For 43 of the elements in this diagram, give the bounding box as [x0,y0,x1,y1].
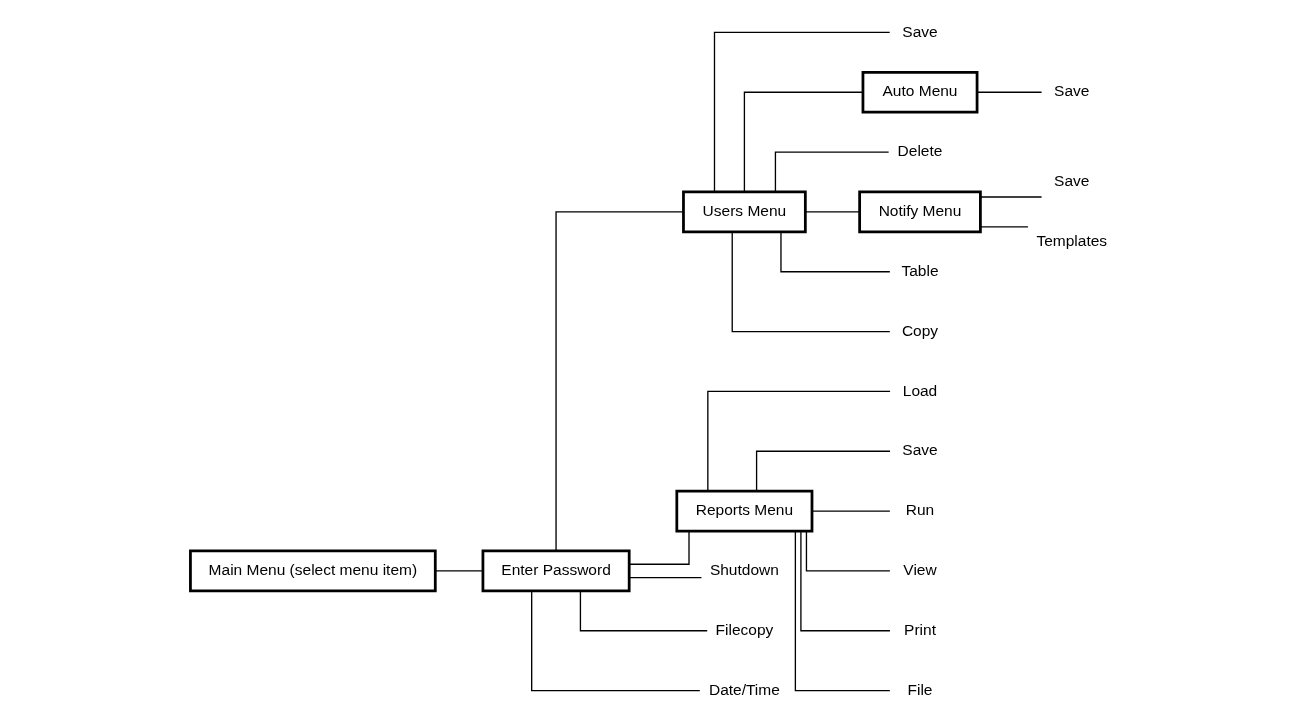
node-box: Main Menu (select menu item) [189,549,437,593]
connector [755,450,891,492]
node-box: Enter Password [481,549,631,593]
connector [976,91,1043,93]
connector [979,226,1029,228]
node-text: Load [902,381,938,399]
connector [800,530,891,632]
connector [805,211,861,213]
node-text: Shutdown [709,561,779,578]
connector [774,151,890,193]
node-text: View [903,561,937,578]
node-text: File [907,680,933,698]
connector [794,530,891,692]
node-text: Run [905,501,935,519]
node-box: Notify Menu [858,190,982,234]
node-box: Reports Menu [675,489,814,533]
node-text: Copy [901,321,939,339]
node-text: Date/Time [708,680,780,698]
connector [805,530,891,572]
node-box: Auto Menu [861,70,979,114]
node-text: Delete [897,142,943,160]
connector [531,590,701,692]
node-text: Table [901,261,939,279]
connector [713,31,891,193]
connector [434,570,484,572]
node-text: Save [1054,172,1090,190]
connector [743,91,864,193]
connector [628,576,703,579]
connector [731,231,891,333]
node-text: Save [1054,82,1090,100]
node-text: Save [902,441,938,459]
node-text: Filecopy [715,620,774,638]
node-text: Print [904,620,936,638]
node-text: Templates [1036,231,1108,249]
connector [780,231,891,273]
node-box: Users Menu [682,190,807,234]
connector [628,530,690,565]
connector [811,510,891,512]
connector [707,390,891,492]
node-text: Save [902,22,938,40]
connector [579,590,708,632]
connector [555,211,684,552]
connector [979,196,1043,198]
